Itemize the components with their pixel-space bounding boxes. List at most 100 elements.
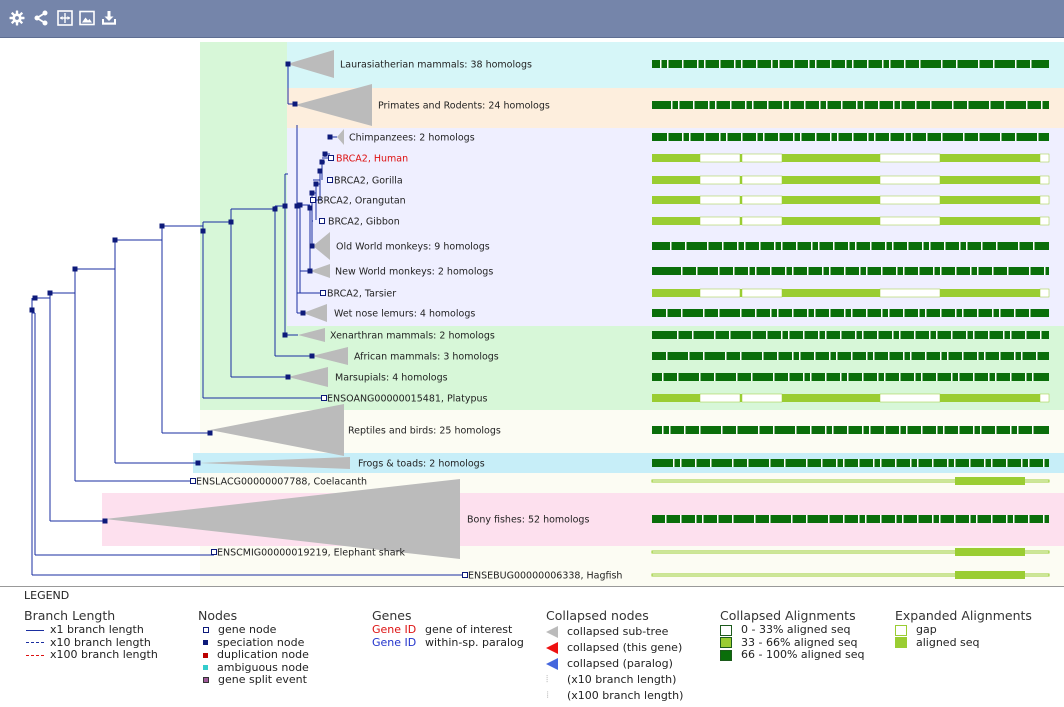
alignment-gap xyxy=(867,133,869,141)
alignment-gap xyxy=(689,133,691,141)
alignment-bar xyxy=(652,352,1049,360)
alignment-gap xyxy=(969,515,971,523)
alignment-gap xyxy=(879,153,941,163)
alignment-gap xyxy=(918,267,920,275)
tree-labels: Laurasiatherian mammals: 38 homologsPrim… xyxy=(196,60,622,582)
collapsed-paralog-icon xyxy=(546,658,558,670)
alignment-gap xyxy=(885,242,887,250)
alignment-gap xyxy=(721,426,723,434)
alignment-gap xyxy=(951,331,953,339)
alignment-gap xyxy=(978,133,980,141)
alignment-gap xyxy=(992,309,994,317)
alignment-gap xyxy=(976,515,978,523)
alignment-gap xyxy=(954,515,956,523)
alignment-gap xyxy=(867,60,869,68)
legend-item: collapsed (paralog) xyxy=(546,656,683,672)
alignment-gap xyxy=(988,331,990,339)
alignment-gap xyxy=(940,267,942,275)
alignment-gap xyxy=(852,60,854,68)
alignment-gap xyxy=(893,101,895,109)
alignment-gap xyxy=(1040,331,1042,339)
alignment-gap xyxy=(995,373,997,381)
legend-item: 0 - 33% aligned seq xyxy=(720,623,864,637)
alignment-gap xyxy=(693,101,695,109)
alignment-gap xyxy=(899,426,901,434)
alignment-gap xyxy=(895,459,897,467)
node-label: Chimpanzees: 2 homologs xyxy=(349,133,475,144)
alignment-gap xyxy=(932,459,934,467)
alignment-gap xyxy=(781,331,783,339)
gene-node xyxy=(320,290,326,296)
alignment-gap xyxy=(740,352,742,360)
alignment-gap xyxy=(741,153,783,163)
alignment-gap xyxy=(954,459,956,467)
download-icon[interactable] xyxy=(100,9,118,27)
legend-item: gap xyxy=(895,623,1032,637)
alignment-gap xyxy=(880,459,882,467)
alignment-gap xyxy=(741,288,783,298)
alignment-gap xyxy=(858,515,860,523)
image-icon[interactable] xyxy=(78,9,96,27)
alignment-gap xyxy=(892,331,894,339)
duplication-node-icon xyxy=(203,652,208,658)
speciation-node xyxy=(102,518,108,524)
alignment-gap xyxy=(917,515,919,523)
alignment-gap xyxy=(677,331,679,339)
alignment-gap xyxy=(847,373,849,381)
ambiguous-node-icon xyxy=(203,665,208,671)
alignment-gap xyxy=(684,426,686,434)
alignment-gap xyxy=(771,60,773,68)
alignment-gap xyxy=(955,267,957,275)
alignment-gap xyxy=(881,267,883,275)
alignment-gap xyxy=(903,352,905,360)
node-label: Wet nose lemurs: 4 homologs xyxy=(334,309,475,320)
alignment-gap xyxy=(855,331,857,339)
alignment-gap xyxy=(947,352,949,360)
alignment-gap xyxy=(904,133,906,141)
alignment-gap xyxy=(915,101,917,109)
alignment-gap xyxy=(1021,459,1023,467)
legend-item: duplication node xyxy=(198,648,309,662)
align-swatch-mid xyxy=(720,637,732,649)
alignment-gap xyxy=(862,373,864,381)
alignment-gap xyxy=(830,60,832,68)
alignment-gap xyxy=(673,459,675,467)
alignment-gap xyxy=(699,288,741,298)
alignment-gap xyxy=(777,352,779,360)
legend-item: aligned seq xyxy=(895,636,1032,650)
alignment-gap xyxy=(910,352,912,360)
alignment-gap xyxy=(669,426,671,434)
alignment-gap xyxy=(748,267,750,275)
alignment-gap xyxy=(941,60,943,68)
alignment-gap xyxy=(682,133,684,141)
alignment-gap xyxy=(1000,133,1002,141)
alignment-gap xyxy=(873,352,875,360)
alignment-gap xyxy=(782,101,784,109)
alignment-gap xyxy=(793,133,795,141)
alignment-gap xyxy=(866,267,868,275)
alignment-gap xyxy=(667,133,669,141)
alignment-gap xyxy=(1029,267,1031,275)
alignment-gap xyxy=(879,288,941,298)
alignment-gap xyxy=(956,60,958,68)
alignment-bar xyxy=(652,394,1049,402)
alignment-gap xyxy=(1044,267,1046,275)
share-icon[interactable] xyxy=(32,9,50,27)
gear-icon[interactable] xyxy=(8,9,26,27)
alignment-gap xyxy=(770,267,772,275)
alignment-gap xyxy=(973,426,975,434)
fit-icon[interactable] xyxy=(56,9,74,27)
alignment-gap xyxy=(1028,459,1030,467)
alignment-bar xyxy=(651,550,1050,554)
alignment-gap xyxy=(715,101,717,109)
alignment-gap xyxy=(843,515,845,523)
alignment-bar xyxy=(652,331,1049,339)
alignment-gap xyxy=(754,515,756,523)
alignment-gap xyxy=(856,101,858,109)
alignment-gap xyxy=(917,459,919,467)
alignment-gap xyxy=(1037,133,1039,141)
collapsed-subtree xyxy=(312,347,348,365)
alignment-gap xyxy=(851,352,853,360)
alignment-gap xyxy=(793,60,795,68)
speciation-node xyxy=(300,310,306,316)
